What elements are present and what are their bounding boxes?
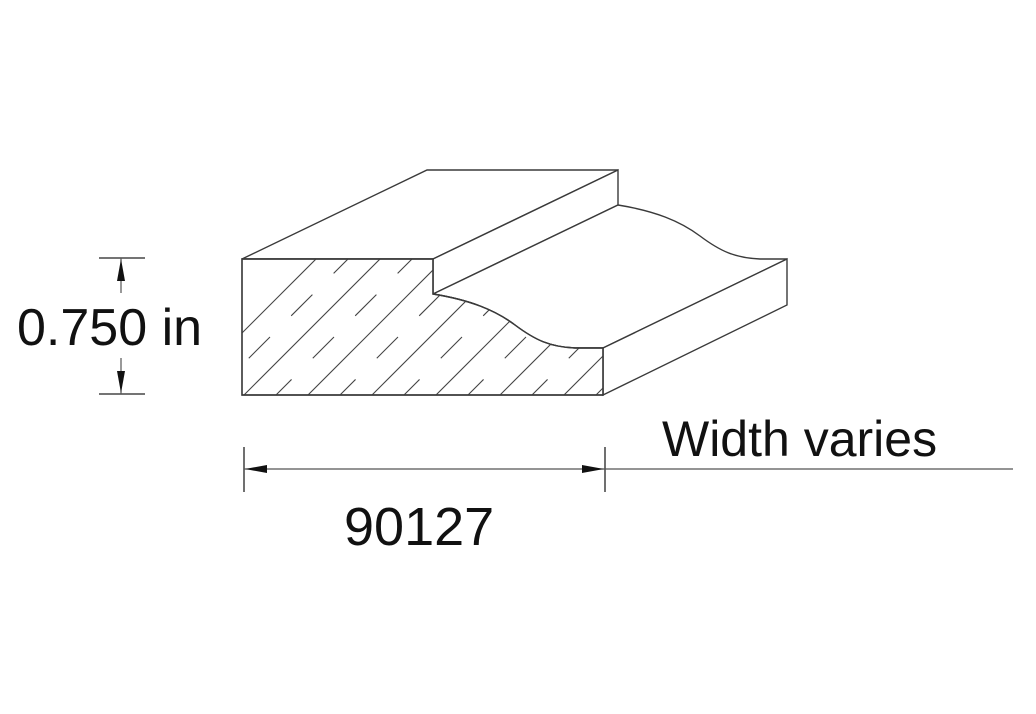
height-dimension	[99, 257, 145, 395]
width-dimension	[243, 447, 1013, 492]
height-dimension-label: 0.750 in	[17, 299, 203, 357]
part-number-label: 90127	[344, 497, 495, 557]
front-section-outline	[241, 258, 604, 396]
width-varies-label: Width varies	[662, 411, 938, 467]
